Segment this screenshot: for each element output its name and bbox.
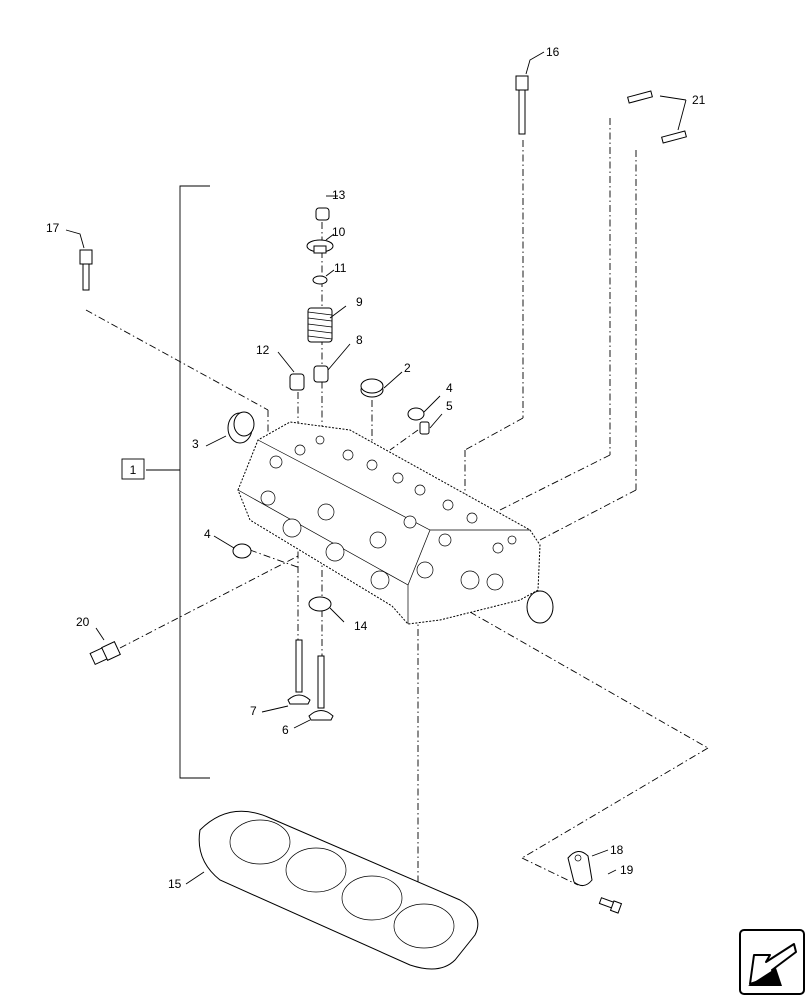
part-12-guide	[289, 373, 305, 391]
callout-labels: 1 2 3 4 4 5 6 7 8 9 10 11 12 13 14 15 16…	[46, 45, 706, 891]
head-end-plug	[526, 590, 554, 624]
part-18-bracket	[567, 851, 593, 886]
return-button[interactable]	[739, 929, 805, 995]
part-4-plug-lower	[232, 543, 252, 559]
callout-18: 18	[610, 843, 624, 857]
callout-20: 20	[76, 615, 90, 629]
part-21-studs	[627, 90, 687, 144]
part-16-bolt	[515, 75, 529, 135]
part-8-guide	[313, 365, 329, 383]
part-14-seat	[308, 596, 332, 612]
assembly-lines	[85, 118, 709, 900]
callout-4-upper: 4	[446, 381, 453, 395]
callout-9: 9	[356, 295, 363, 309]
arrow-return-icon	[748, 943, 797, 986]
part-3-plug	[227, 411, 255, 444]
cylinder-head	[237, 421, 541, 625]
callout-5: 5	[446, 399, 453, 413]
part-7-valve	[287, 639, 311, 705]
callout-19: 19	[620, 863, 634, 877]
callout-7: 7	[250, 704, 257, 718]
part-10-retainer	[306, 239, 334, 254]
head-ports	[260, 435, 517, 591]
callout-11: 11	[334, 261, 347, 275]
callout-8: 8	[356, 333, 363, 347]
part-13-cap	[315, 207, 330, 221]
part-19-screw	[598, 897, 623, 914]
part-9-spring	[307, 307, 333, 343]
callout-17: 17	[46, 221, 60, 235]
callout-13: 13	[332, 188, 346, 202]
callout-12: 12	[256, 343, 270, 357]
callout-1-box	[121, 458, 145, 480]
callout-10: 10	[332, 225, 346, 239]
callout-16: 16	[546, 45, 560, 59]
leader-lines	[65, 51, 687, 885]
callout-3: 3	[192, 437, 199, 451]
part-17-bolt	[79, 249, 93, 291]
part-5-plug	[419, 421, 430, 435]
callout-21: 21	[692, 93, 706, 107]
callout-4-lower: 4	[204, 527, 211, 541]
part-15-gasket	[198, 810, 479, 970]
callout-15: 15	[168, 877, 182, 891]
assembly-bracket	[146, 185, 210, 779]
part-2-seal	[360, 378, 384, 398]
part-4-plug-upper	[407, 407, 425, 421]
callout-2: 2	[404, 361, 411, 375]
callout-14: 14	[354, 619, 368, 633]
part-20-fitting	[89, 641, 121, 666]
part-6-valve	[308, 655, 334, 721]
callout-6: 6	[282, 723, 289, 737]
callout-1: 1	[130, 463, 137, 477]
part-11-keeper	[312, 275, 328, 285]
